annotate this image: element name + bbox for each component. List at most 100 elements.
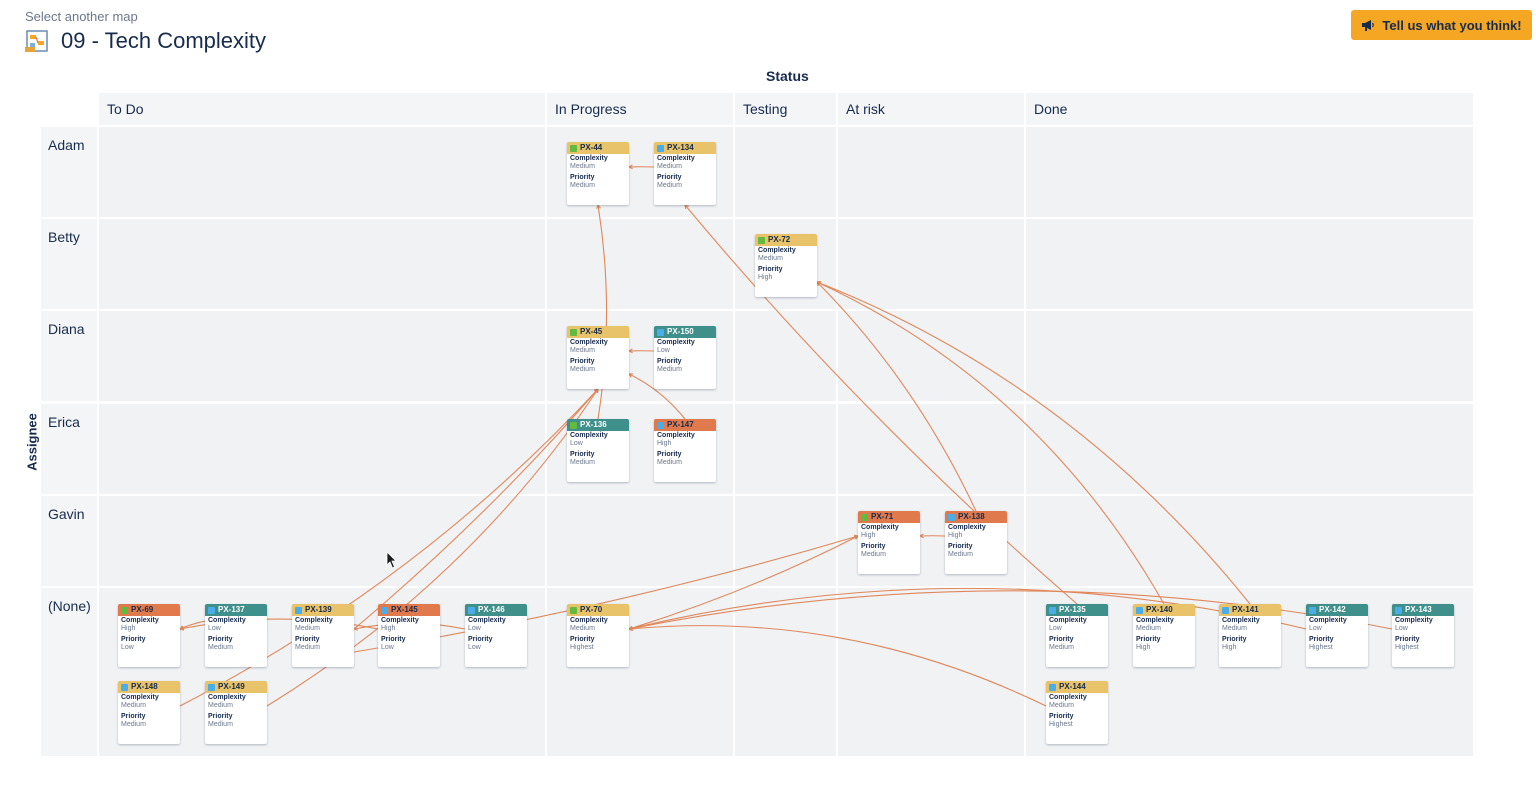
column-header-at-risk: At risk [838,93,1024,125]
feedback-button[interactable]: Tell us what you think! [1351,10,1532,40]
task-type-icon [1049,683,1056,691]
card-header: PX-72 [755,234,817,246]
priority-value: Low [468,644,481,651]
feedback-button-label: Tell us what you think! [1382,17,1522,33]
complexity-value: Low [657,347,670,354]
priority-label: Priority [1222,636,1247,643]
board-cell [99,127,545,217]
complexity-value: High [861,532,876,539]
priority-label: Priority [1049,636,1074,643]
card-key: PX-44 [580,143,603,152]
complexity-label: Complexity [948,524,986,531]
board-cell [838,588,1024,756]
card-key: PX-149 [218,682,245,691]
priority-value: High [758,274,773,281]
priority-value: Medium [295,644,320,651]
card-key: PX-145 [391,605,418,614]
complexity-label: Complexity [1309,617,1347,624]
story-type-icon [570,328,577,336]
megaphone-icon [1362,20,1375,31]
priority-label: Priority [1049,713,1074,720]
priority-label: Priority [657,174,682,181]
card-key: PX-134 [667,143,694,152]
priority-value: High [1136,644,1151,651]
board-cell [99,404,545,494]
board-cell [735,127,836,217]
title-row: 09 - Tech Complexity [25,28,266,54]
priority-value: Medium [1049,644,1074,651]
priority-value: Low [121,644,134,651]
complexity-value: High [657,440,672,447]
complexity-value: Medium [208,702,233,709]
card-key: PX-147 [667,420,694,429]
task-type-icon [208,606,215,614]
priority-label: Priority [1136,636,1161,643]
card-key: PX-70 [580,605,603,614]
priority-label: Priority [657,358,682,365]
card-header: PX-45 [567,326,629,338]
page-title: 09 - Tech Complexity [61,28,267,53]
priority-label: Priority [1309,636,1334,643]
card-header: PX-70 [567,604,629,616]
priority-label: Priority [570,636,595,643]
priority-value: Medium [948,551,973,558]
mouse-cursor-icon [386,551,397,569]
card-key: PX-71 [871,512,894,521]
priority-value: Medium [208,721,233,728]
board-cell [1026,404,1473,494]
priority-label: Priority [948,543,973,550]
priority-value: Medium [570,459,595,466]
card-key: PX-138 [958,512,985,521]
card-header: PX-144 [1046,681,1108,693]
task-type-icon [1309,606,1316,614]
column-header-in-progress: In Progress [547,93,733,125]
card-key: PX-150 [667,327,694,336]
complexity-value: Medium [1049,702,1074,709]
task-type-icon [657,328,664,336]
board-cell [735,404,836,494]
card-header: PX-138 [945,511,1007,523]
card-key: PX-72 [768,235,791,244]
complexity-label: Complexity [1136,617,1174,624]
complexity-label: Complexity [1049,617,1087,624]
complexity-value: High [381,625,396,632]
complexity-label: Complexity [208,617,246,624]
select-another-map-link[interactable]: Select another map [25,9,138,24]
column-header-testing: Testing [735,93,836,125]
card-header: PX-141 [1219,604,1281,616]
card-key: PX-137 [218,605,245,614]
priority-value: Medium [208,644,233,651]
card-key: PX-143 [1405,605,1432,614]
card-key: PX-136 [580,420,607,429]
complexity-value: Medium [1136,625,1161,632]
